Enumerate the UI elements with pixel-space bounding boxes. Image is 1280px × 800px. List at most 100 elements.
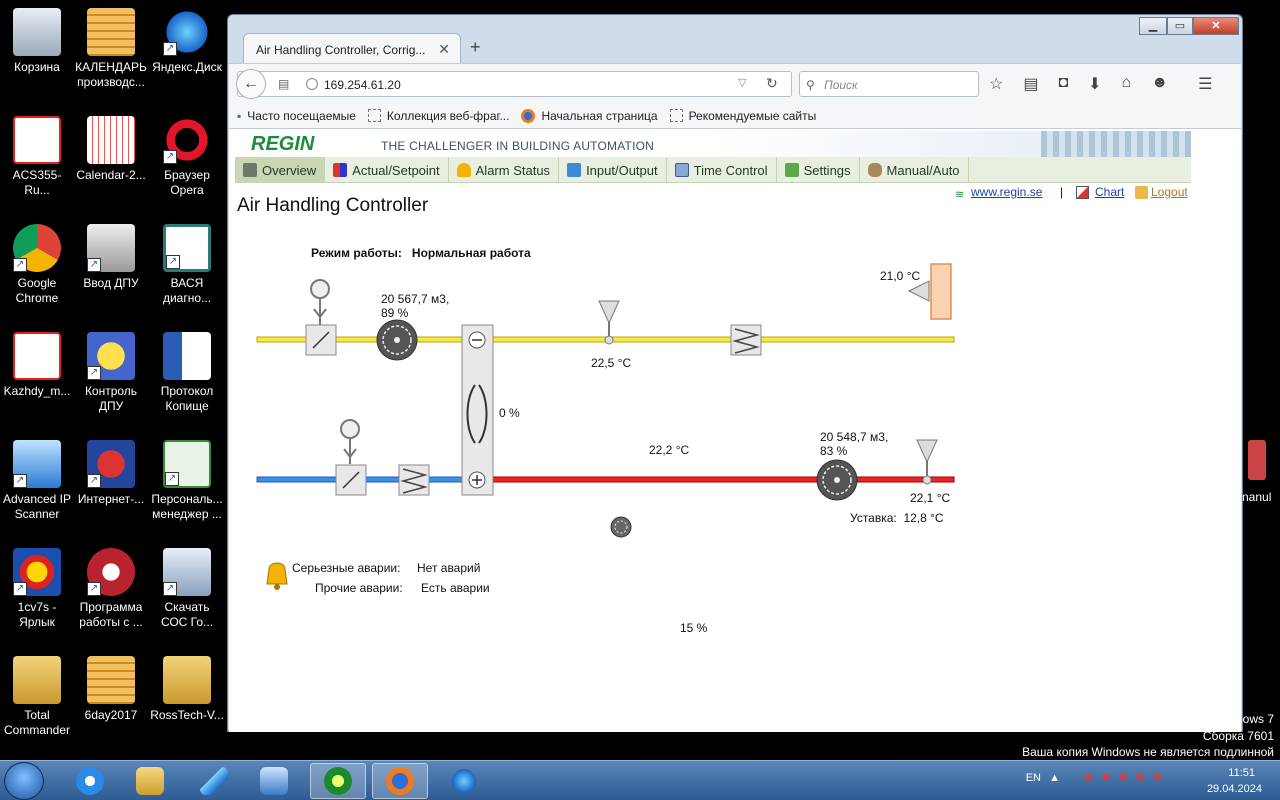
desktop-icon-ip-scanner[interactable]: ↗Advanced IP Scanner	[0, 440, 74, 522]
taskbar-ie[interactable]	[62, 763, 118, 799]
back-button[interactable]: ←	[236, 69, 266, 99]
maximize-button[interactable]: ▭	[1167, 17, 1193, 35]
firefox-icon	[386, 767, 414, 795]
taskbar-app-plane[interactable]	[186, 763, 242, 799]
link-separator: |	[1060, 185, 1064, 199]
page-content: REGIN THE CHALLENGER IN BUILDING AUTOMAT…	[229, 129, 1241, 732]
new-tab-button[interactable]: +	[470, 37, 481, 57]
desktop-icon-personal-manager[interactable]: ↗Персональ... менеджер ...	[150, 440, 224, 522]
desktop-icon-rosstech[interactable]: RossTech-V...	[150, 656, 224, 723]
setpoint-value[interactable]: 12,8 °C	[903, 511, 944, 525]
home-icon[interactable]: ⌂	[1121, 74, 1132, 91]
menu-actual-setpoint[interactable]: Actual/Setpoint	[325, 157, 449, 183]
key-icon	[1135, 186, 1148, 199]
firefox-icon	[521, 108, 536, 123]
taskbar-network[interactable]	[246, 763, 302, 799]
window-controls: ▁ ▭ ✕	[1139, 17, 1239, 35]
desktop-icon-recycle-bin[interactable]: Корзина	[0, 8, 74, 75]
download-icon[interactable]: ⬇	[1088, 76, 1102, 93]
tray-expand-icon[interactable]: ▲	[1049, 772, 1060, 784]
alarm-serious-label: Серьезные аварии:	[292, 561, 401, 575]
clock-time[interactable]: 11:51	[1228, 767, 1255, 779]
bookmark-start-page[interactable]: Начальная страница	[521, 108, 658, 123]
desktop-icon-vasya[interactable]: ↗ВАСЯ диагно...	[150, 224, 224, 306]
menu-time-control[interactable]: Time Control	[667, 157, 777, 183]
desktop-icon-calendar-production[interactable]: КАЛЕНДАРЬ производс...	[74, 8, 148, 90]
network-scanner-icon: ↗	[13, 440, 61, 488]
chart-link[interactable]: Chart	[1095, 185, 1125, 199]
settings-check-icon	[784, 163, 799, 177]
rotary-heat-exchanger-icon[interactable]	[461, 324, 494, 496]
taskbar: EN ▲ ✖✖✖✖✖ 11:51 29.04.2024	[0, 760, 1280, 800]
start-button[interactable]	[4, 762, 44, 800]
bookmarks-bar: ▪Часто посещаемые Коллекция веб-фраг... …	[229, 103, 1241, 129]
desktop-icon-protocol[interactable]: Протокол Копище	[150, 332, 224, 414]
spreadsheet-icon	[87, 656, 135, 704]
desktop-icon-total-commander[interactable]: Total Commander	[0, 656, 74, 738]
language-indicator[interactable]: EN	[1025, 772, 1041, 784]
exhaust-damper-blade	[342, 471, 360, 489]
desktop-icon-chrome[interactable]: ↗Google Chrome	[0, 224, 74, 306]
desktop-icon-1cv7s[interactable]: ↗1cv7s - Ярлык	[0, 548, 74, 630]
page-info-icon[interactable]: ▤	[278, 77, 290, 91]
small-fan-icon[interactable]	[610, 516, 632, 538]
taskbar-yandex-disk[interactable]	[436, 763, 492, 799]
desktop-icon-internet[interactable]: ↗Интернет-...	[74, 440, 148, 507]
search-input[interactable]: ⚲ Поиск	[799, 71, 979, 97]
close-button[interactable]: ✕	[1193, 17, 1239, 35]
pocket-icon[interactable]: ◘	[1058, 74, 1069, 91]
supply-fan-icon[interactable]	[376, 319, 418, 361]
clock-date[interactable]: 29.04.2024	[1206, 783, 1262, 795]
pdf-icon	[13, 332, 61, 380]
desktop-icon-yandex-disk[interactable]: ↗Яндекс.Диск	[150, 8, 224, 75]
toolbar-icons: ☆ ▤ ◘ ⬇ ⌂ ☻ ☰	[989, 74, 1212, 94]
desktop-icon-6day2017[interactable]: 6day2017	[74, 656, 148, 723]
exhaust-coil-icon[interactable]	[398, 464, 430, 496]
tab-title: Air Handling Controller, Corrig...	[256, 43, 426, 57]
bookmark-star-icon[interactable]: ☆	[989, 76, 1004, 93]
menu-overview[interactable]: Overview	[235, 157, 326, 183]
desktop-icon-partial[interactable]: nanul	[1238, 440, 1278, 504]
taskbar-firefox[interactable]	[372, 763, 428, 799]
desktop-icon-kazhdy[interactable]: Kazhdy_m...	[0, 332, 74, 399]
desktop-icon-download-sos[interactable]: ↗Скачать СОС Го...	[150, 548, 224, 630]
desktop-icon-acs355[interactable]: ACS355-Ru...	[0, 116, 74, 198]
hand-icon	[867, 163, 882, 177]
desktop-icon-dpu-control[interactable]: ↗Контроль ДПУ	[74, 332, 148, 414]
menu-settings[interactable]: Settings	[777, 157, 860, 183]
bookmark-frequent[interactable]: ▪Часто посещаемые	[237, 108, 356, 123]
bookmark-web-fragments[interactable]: Коллекция веб-фраг...	[367, 109, 509, 123]
search-icon: ⚲	[806, 78, 815, 92]
desktop-icon-opera[interactable]: ↗Браузер Opera	[150, 116, 224, 198]
url-bar[interactable]: ← ▤ 169.254.61.20 ▽ ↻	[236, 69, 792, 99]
mode-row: Режим работы: Нормальная работа	[311, 246, 531, 260]
taskbar-app-green[interactable]	[310, 763, 366, 799]
reading-list-icon[interactable]: ▤	[1023, 76, 1039, 93]
tray-status-icons[interactable]: ✖✖✖✖✖	[1083, 772, 1170, 784]
personal-manager-icon: ↗	[163, 440, 211, 488]
close-tab-icon[interactable]: ✕	[438, 41, 450, 57]
internet-icon: ↗	[87, 440, 135, 488]
taskbar-explorer[interactable]	[122, 763, 178, 799]
supply-coil-icon[interactable]	[730, 324, 762, 356]
menu-input-output[interactable]: Input/Output	[559, 157, 667, 183]
minimize-button[interactable]: ▁	[1139, 17, 1167, 35]
dropdown-arrow-icon[interactable]: ▽	[738, 77, 747, 89]
word-document-icon	[163, 332, 211, 380]
menu-alarm-status[interactable]: Alarm Status	[449, 157, 560, 183]
reload-icon[interactable]: ↻	[766, 75, 778, 91]
menu-icon[interactable]: ☰	[1198, 76, 1213, 93]
browser-window: ▁ ▭ ✕ Air Handling Controller, Corrig...…	[227, 14, 1243, 732]
desktop-icon-program[interactable]: ↗Программа работы с ...	[74, 548, 148, 630]
regin-site-link[interactable]: www.regin.se	[971, 185, 1043, 199]
tab-active[interactable]: Air Handling Controller, Corrig... ✕	[243, 33, 461, 63]
logout-link[interactable]: Logout	[1151, 185, 1188, 199]
exhaust-fan-icon[interactable]	[816, 459, 858, 501]
desktop-icon-dpu-input[interactable]: ↗Ввод ДПУ	[74, 224, 148, 291]
desktop-icon-calendar-2[interactable]: Calendar-2...	[74, 116, 148, 183]
chat-icon[interactable]: ☻	[1151, 74, 1169, 91]
alarm-bell-icon	[266, 562, 288, 590]
menu-manual-auto[interactable]: Manual/Auto	[860, 157, 969, 183]
opera-icon: ↗	[163, 116, 211, 164]
bookmark-recommended[interactable]: Рекомендуемые сайты	[669, 109, 816, 123]
